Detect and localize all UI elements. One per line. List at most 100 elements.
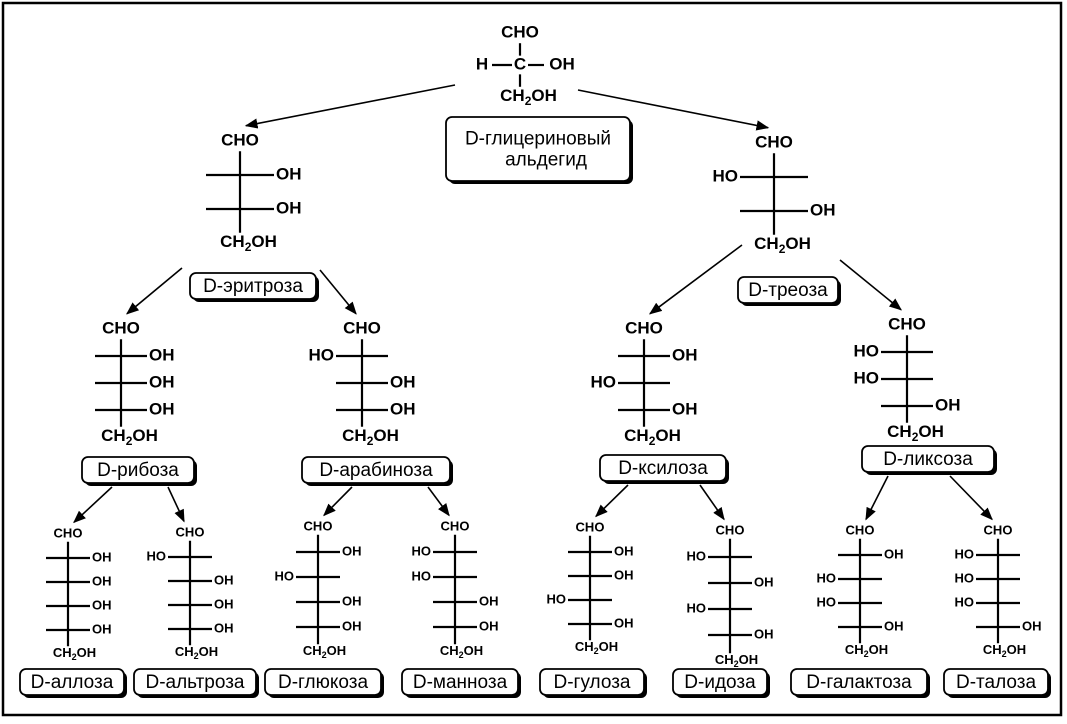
sugar-name: D-ликсоза	[883, 449, 973, 470]
arrow-ribose-to-allose	[73, 486, 113, 524]
hydroxyl-group: OH	[149, 372, 175, 391]
aldehyde-group: CHO	[846, 522, 875, 537]
label-galactose: D-галактоза	[790, 668, 930, 698]
hydroxymethyl-group: CH2OH	[887, 422, 944, 444]
hydroxyl-group: HO	[713, 166, 739, 185]
hydroxyl-group: OH	[935, 395, 961, 414]
label-box	[81, 456, 195, 484]
aldehyde-group: CHO	[304, 518, 333, 533]
hydroxyl-group: OH	[390, 372, 416, 391]
hydroxymethyl-group: CH2OH	[342, 426, 399, 448]
label-box	[790, 668, 928, 696]
aldehyde-group: CHO	[221, 130, 259, 149]
hydroxyl-group: OH	[614, 567, 634, 582]
hydroxyl-group: HO	[412, 568, 432, 583]
hydroxyl-group: OH	[479, 593, 499, 608]
hydroxyl-group: OH	[92, 621, 112, 636]
sugar-name: D-аллоза	[31, 672, 114, 693]
hydroxyl-group: HO	[309, 345, 335, 364]
label-gulose: D-гулоза	[539, 668, 647, 698]
aldehyde-group: CHO	[54, 525, 83, 540]
label-box	[264, 668, 382, 696]
aldehyde-group: CHO	[343, 318, 381, 337]
label-idose: D-идоза	[672, 668, 770, 698]
hydroxyl-group: OH	[1022, 618, 1042, 633]
label-erythrose: D-эритроза	[189, 272, 319, 302]
aldehyde-group: CHO	[888, 314, 926, 333]
label-box	[943, 668, 1049, 696]
label-box	[539, 668, 645, 696]
hydroxyl-group: OH	[342, 593, 362, 608]
hydroxyl-group: HO	[955, 570, 975, 585]
sugar-name: D-треоза	[748, 280, 828, 301]
label-allose: D-аллоза	[19, 668, 127, 698]
sugar-name: D-талоза	[956, 672, 1036, 693]
arrow-lyxose-to-talose	[949, 475, 993, 521]
sugar-name: D-галактоза	[806, 672, 912, 693]
label-ribose: D-рибоза	[81, 456, 197, 486]
sugar-name: D-альтроза	[145, 672, 244, 693]
hydroxyl-group: OH	[92, 549, 112, 564]
arrow-arabinose-to-mannose	[427, 486, 450, 517]
hydroxyl-group: OH	[754, 626, 774, 641]
arrow-erythrose-to-ribose	[126, 267, 183, 315]
hydroxymethyl-group: CH2OH	[500, 86, 557, 108]
label-box	[672, 668, 768, 696]
arrow-ribose-to-altrose	[167, 486, 185, 523]
hydroxymethyl-group: CH2OH	[220, 232, 277, 254]
aldehyde-group: CHO	[501, 22, 539, 41]
arrow-glyceraldehyde-to-erythrose	[244, 84, 456, 129]
hydroxyl-group: OH	[672, 399, 698, 418]
aldehyde-group: CHO	[755, 132, 793, 151]
hydroxyl-group: OH	[276, 164, 302, 183]
hydroxyl-group: HO	[955, 546, 975, 561]
hydrogen-atom: H	[476, 54, 488, 73]
label-altrose: D-альтроза	[133, 668, 259, 698]
sugar-name: D-рибоза	[97, 460, 179, 481]
arrow-threose-to-xylose	[648, 244, 743, 315]
hydroxyl-group: OH	[214, 620, 234, 635]
sugar-name: D-гулоза	[554, 672, 631, 693]
hydroxyl-group: OH	[810, 200, 836, 219]
label-xylose: D-ксилоза	[599, 454, 729, 484]
label-box	[401, 668, 519, 696]
sugar-name: D-глюкоза	[278, 672, 368, 693]
hydroxyl-group: HO	[854, 341, 880, 360]
hydroxymethyl-group: CH2OH	[175, 644, 218, 661]
arrow-threose-to-lyxose	[839, 259, 902, 311]
hydroxyl-group: OH	[479, 618, 499, 633]
hydroxyl-group: HO	[955, 594, 975, 609]
arrow-xylose-to-gulose	[595, 484, 629, 518]
label-box	[19, 668, 125, 696]
aldehyde-group: CHO	[984, 522, 1013, 537]
arrow-erythrose-to-arabinose	[319, 269, 357, 315]
label-mannose: D-манноза	[401, 668, 521, 698]
molecule-lyxose: CHO HO HO OH CH2OH D-ликсоза	[854, 314, 997, 475]
hydroxyl-group: OH	[884, 618, 904, 633]
hydroxyl-group: OH	[92, 597, 112, 612]
hydroxyl-group: HO	[854, 368, 880, 387]
hydroxyl-group: OH	[214, 596, 234, 611]
hydroxyl-group: OH	[92, 573, 112, 588]
sugar-name: D-арабиноза	[319, 460, 433, 481]
hydroxyl-group: HO	[817, 594, 837, 609]
hydroxyl-group: OH	[672, 345, 698, 364]
aldehyde-group: CHO	[441, 518, 470, 533]
aldehyde-group: CHO	[716, 522, 745, 537]
arrow-glyceraldehyde-to-threose	[577, 89, 770, 131]
sugar-name: D-ксилоза	[618, 458, 708, 479]
hydroxyl-group: OH	[884, 546, 904, 561]
hydroxyl-group: OH	[149, 345, 175, 364]
hydroxymethyl-group: CH2OH	[715, 652, 758, 669]
